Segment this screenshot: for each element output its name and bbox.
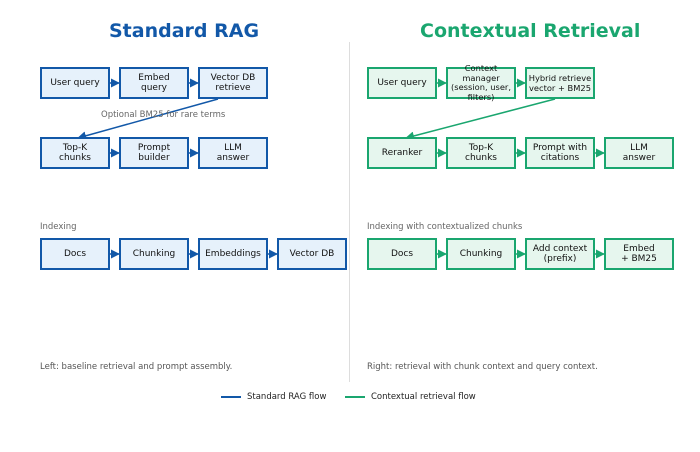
node-user-query: User query [40,67,110,99]
node-topk-chunks: Top-K chunks [40,137,110,169]
node-embed-query: Embed query [119,67,189,99]
node-ctx-docs: Docs [367,238,437,270]
node-prompt-builder: Prompt builder [119,137,189,169]
right-panel-title: Contextual Retrieval [420,20,641,42]
node-vector-db: Vector DB [277,238,347,270]
legend-standard-swatch [221,396,241,398]
node-vector-db-retrieve: Vector DB retrieve [198,67,268,99]
left-panel-title: Standard RAG [109,20,260,42]
node-llm-answer: LLM answer [198,137,268,169]
legend-standard: Standard RAG flow [221,392,326,402]
arrow-hybrid-to-reranker [405,98,556,141]
node-prompt-with-citations: Prompt with citations [525,137,595,169]
node-docs: Docs [40,238,110,270]
ctx-indexing-label: Indexing with contextualized chunks [367,222,523,232]
node-add-context: Add context (prefix) [525,238,595,270]
legend-standard-label: Standard RAG flow [247,392,327,402]
panel-divider [349,42,350,382]
node-embeddings: Embeddings [198,238,268,270]
node-chunking: Chunking [119,238,189,270]
node-context-manager: Context manager (session, user, filters) [446,63,516,101]
node-ctx-user-query: User query [367,67,437,99]
optional-bm25-note: Optional BM25 for rare terms [101,110,226,120]
right-caption: Right: retrieval with chunk context and … [367,362,598,372]
node-reranker: Reranker [367,137,437,169]
arrow-vector-db-to-topk [77,98,219,141]
node-hybrid-retrieve: Hybrid retrieve vector + BM25 [525,67,595,99]
node-ctx-topk-chunks: Top-K chunks [446,137,516,169]
node-embed-bm25: Embed + BM25 [604,238,674,270]
indexing-label: Indexing [40,222,77,232]
node-ctx-chunking: Chunking [446,238,516,270]
left-caption: Left: baseline retrieval and prompt asse… [40,362,233,372]
node-ctx-llm-answer: LLM answer [604,137,674,169]
legend-contextual: Contextual retrieval flow [345,392,476,402]
legend-contextual-label: Contextual retrieval flow [371,392,476,402]
legend-contextual-swatch [345,396,365,398]
